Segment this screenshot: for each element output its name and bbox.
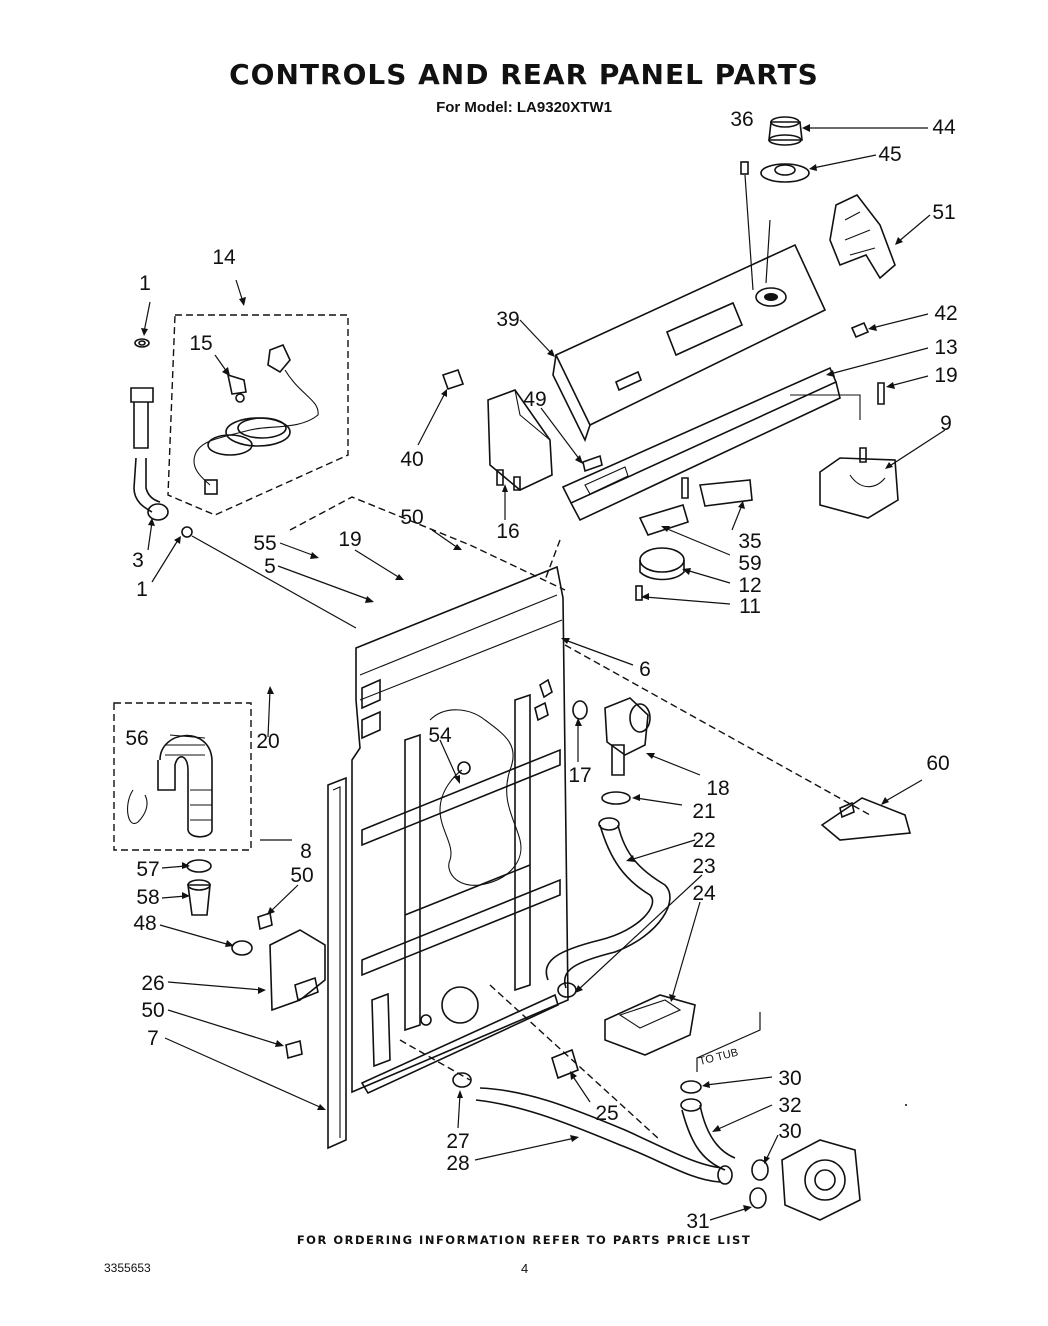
callout-21: 21: [692, 800, 715, 823]
assembly-guide-lines: [289, 496, 871, 1141]
callout-11: 11: [739, 595, 761, 618]
scan-mark: [905, 1104, 907, 1106]
callout-leaders: [141, 124, 946, 1221]
page-number: 4: [521, 1261, 529, 1276]
callout-36: 36: [730, 108, 753, 131]
callout-25: 25: [595, 1102, 618, 1125]
page-title: CONTROLS AND REAR PANEL PARTS: [229, 58, 819, 91]
drain-hose-kit-drawing: [113, 702, 252, 916]
callout-1-top: 1: [139, 272, 151, 295]
document-number: 3355653: [104, 1261, 151, 1275]
callout-9: 9: [940, 412, 952, 435]
callout-45: 45: [878, 143, 901, 166]
callout-35: 35: [738, 530, 761, 553]
callout-57: 57: [136, 858, 159, 881]
pump-and-hoses-drawing: [452, 1012, 861, 1221]
water-valve-drawing: [572, 697, 651, 805]
callout-26: 26: [141, 972, 164, 995]
callout-51: 51: [932, 201, 955, 224]
knob-and-skirt-drawing: [740, 116, 810, 183]
power-cord-kit-drawing: [167, 314, 349, 516]
callout-39: 39: [496, 308, 519, 331]
callout-31: 31: [686, 1210, 709, 1233]
callout-40: 40: [400, 448, 423, 471]
rear-panel-drawing: [351, 565, 569, 1095]
callout-labels: 1 14 15 3 1 55 5 19 50 39 49 40 16 36 44…: [125, 108, 957, 1233]
switch-16-drawing: [441, 368, 603, 491]
callout-54: 54: [428, 724, 452, 747]
callout-8: 8: [300, 840, 312, 863]
bracket-24-drawing: [557, 982, 696, 1056]
callout-50-low: 50: [141, 999, 164, 1022]
callout-60: 60: [926, 752, 949, 775]
callout-17: 17: [568, 764, 591, 787]
callout-19-right: 19: [934, 364, 957, 387]
hose-22-drawing: [545, 817, 671, 989]
model-subtitle: For Model: LA9320XTW1: [436, 99, 612, 116]
callout-20: 20: [256, 730, 279, 753]
callout-50-top: 50: [400, 506, 423, 529]
callout-56: 56: [125, 727, 148, 750]
callout-22: 22: [692, 829, 715, 852]
bracket-60-drawing: [820, 797, 912, 841]
bracket-26-drawing: [231, 911, 326, 1060]
callout-50-mid: 50: [290, 864, 313, 887]
callout-18: 18: [706, 777, 729, 800]
console-bracket-drawing: [561, 366, 899, 522]
callout-1-bottom: 1: [136, 578, 148, 601]
callout-7: 7: [147, 1027, 159, 1050]
callout-49: 49: [523, 388, 546, 411]
callout-14: 14: [212, 246, 236, 269]
callout-59: 59: [738, 552, 761, 575]
callout-44: 44: [932, 116, 956, 139]
callout-6: 6: [639, 658, 651, 681]
control-panel-drawing: [552, 174, 827, 443]
callout-28: 28: [446, 1152, 469, 1175]
callout-16: 16: [496, 520, 519, 543]
callout-32: 32: [778, 1094, 801, 1117]
callout-58: 58: [136, 886, 159, 909]
callout-3: 3: [132, 549, 144, 572]
hose-fitting-drawing: [130, 338, 357, 629]
callout-30-top: 30: [778, 1067, 801, 1090]
callout-15: 15: [189, 332, 212, 355]
callout-42: 42: [934, 302, 957, 325]
bracket-51-drawing: [829, 193, 896, 339]
callout-30-bottom: 30: [778, 1120, 801, 1143]
callout-19-left: 19: [338, 528, 361, 551]
callout-23: 23: [692, 855, 715, 878]
side-rail-7-drawing: [327, 776, 347, 1150]
callout-55: 55: [253, 532, 276, 555]
callout-48: 48: [133, 912, 156, 935]
switch-12-drawing: [635, 504, 689, 601]
callout-5: 5: [264, 555, 276, 578]
callout-13: 13: [934, 336, 957, 359]
to-tub-annotation: TO TUB: [698, 1047, 740, 1068]
callout-12: 12: [738, 574, 761, 597]
ordering-info-footer: FOR ORDERING INFORMATION REFER TO PARTS …: [296, 1233, 752, 1247]
callout-24: 24: [692, 882, 716, 905]
callout-27: 27: [446, 1130, 469, 1153]
